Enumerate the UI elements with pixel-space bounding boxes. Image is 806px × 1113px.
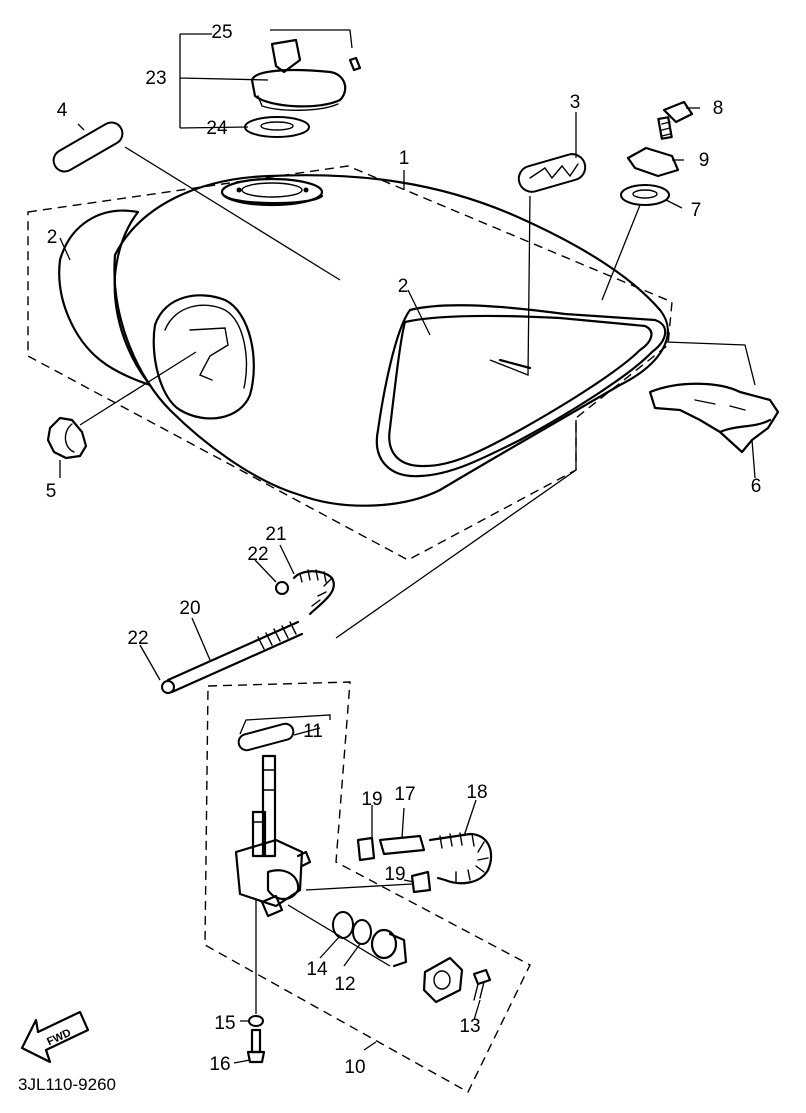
callout-12: 12 <box>334 974 355 995</box>
fuel-cap-gasket <box>244 116 310 138</box>
cap <box>46 416 88 460</box>
washer-small <box>248 1015 264 1027</box>
forward-direction-arrow: FWD <box>20 1010 90 1064</box>
fuel-hose-curved <box>428 832 493 885</box>
callout-21: 21 <box>265 524 286 545</box>
callout-10: 10 <box>344 1057 365 1078</box>
forward-label: FWD <box>45 1027 73 1048</box>
callout-11: 11 <box>303 721 323 742</box>
callout-16: 16 <box>209 1054 230 1075</box>
tank-assembly-boundary <box>27 165 673 561</box>
o-ring <box>237 722 295 752</box>
callout-14: 14 <box>306 959 328 980</box>
lever <box>370 928 408 968</box>
callout-19-upper: 19 <box>361 789 382 810</box>
callout-15: 15 <box>214 1013 235 1034</box>
emblem-plate <box>52 121 124 173</box>
callout-5: 5 <box>46 481 57 502</box>
callout-17: 17 <box>394 784 415 805</box>
callout-7: 7 <box>691 200 702 221</box>
bolt <box>657 100 694 140</box>
callout-2-right: 2 <box>398 276 409 297</box>
hose-clip-right-lower <box>410 870 432 894</box>
fuel-cock-assembly-boundary <box>204 681 531 1093</box>
emblem <box>517 153 587 193</box>
bracket <box>648 382 780 454</box>
callout-4: 4 <box>57 100 68 121</box>
screw-bottom <box>246 1028 266 1064</box>
callout-labels: 25 23 24 4 1 3 8 9 7 2 2 5 6 21 22 20 22… <box>46 22 762 1078</box>
fuel-tank <box>113 174 669 507</box>
leader-lines <box>59 29 756 1064</box>
callout-25: 25 <box>211 22 232 43</box>
cover-plate <box>422 956 464 1004</box>
callout-20: 20 <box>179 598 200 619</box>
callout-18: 18 <box>466 782 487 803</box>
screw-right <box>472 968 492 1001</box>
drawing-code: 3JL110-9260 <box>18 1075 116 1094</box>
washer <box>626 146 680 178</box>
callout-13: 13 <box>459 1016 480 1037</box>
callout-6: 6 <box>751 476 762 497</box>
hose-clip-right-upper <box>356 836 376 862</box>
fuel-hose-straight <box>378 834 426 856</box>
damper <box>620 184 670 206</box>
hose-clip-upper <box>275 581 289 595</box>
fuel-cap-assembly <box>250 38 362 111</box>
callout-1: 1 <box>399 148 410 169</box>
callout-8: 8 <box>713 98 724 119</box>
callout-9: 9 <box>699 150 710 171</box>
gasket-ring <box>352 919 372 945</box>
tank-side-cover-left <box>58 209 152 387</box>
callout-3: 3 <box>570 92 581 113</box>
fuel-cock <box>234 754 312 918</box>
callout-2-left: 2 <box>47 227 58 248</box>
callout-22-lower: 22 <box>127 628 148 649</box>
callout-22-upper: 22 <box>247 544 268 565</box>
callout-24: 24 <box>206 118 228 139</box>
callout-19-lower: 19 <box>384 864 405 885</box>
callout-23: 23 <box>145 68 166 89</box>
fuel-hose-short <box>292 570 335 616</box>
fuel-hose-long <box>166 620 304 694</box>
